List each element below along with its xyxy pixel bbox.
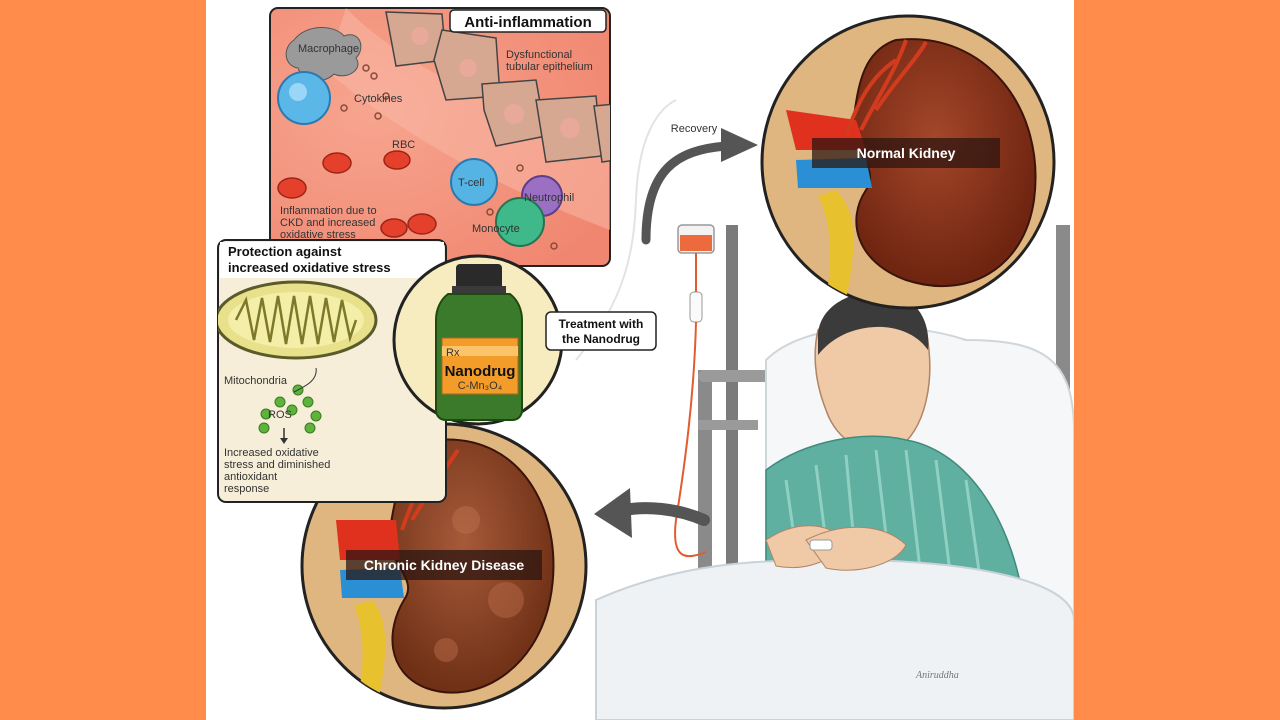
label-inflammation-2: CKD and increased bbox=[280, 217, 375, 229]
treatment-label-1: Treatment with bbox=[559, 317, 644, 331]
label-tcell: T-cell bbox=[458, 177, 484, 189]
normal-kidney-circle: Normal Kidney bbox=[760, 14, 1056, 310]
label-inflammation-3: oxidative stress bbox=[280, 229, 356, 241]
ckd-label: Chronic Kidney Disease bbox=[364, 557, 524, 573]
label-result-3: antioxidant bbox=[224, 471, 277, 483]
drug-formula: C-Mn₃O₄ bbox=[458, 380, 503, 392]
treatment-label-2: the Nanodrug bbox=[562, 332, 640, 346]
anti-inflammation-panel: Anti-inflammation Macrophage Dysfunction… bbox=[269, 7, 611, 267]
drug-name: Nanodrug bbox=[445, 363, 516, 380]
label-result-1: Increased oxidative bbox=[224, 447, 319, 459]
label-inflammation-1: Inflammation due to bbox=[280, 205, 377, 217]
ckd-arrow bbox=[594, 488, 710, 538]
illustration-canvas: Aniruddha Normal Kidney Recovery bbox=[206, 0, 1074, 720]
recovery-label: Recovery bbox=[671, 123, 718, 135]
treatment-label-box: Treatment with the Nanodrug bbox=[545, 311, 657, 351]
iv-drip bbox=[674, 224, 715, 558]
label-neutrophil: Neutrophil bbox=[524, 192, 574, 204]
patient bbox=[595, 291, 1074, 720]
label-rbc: RBC bbox=[392, 139, 415, 151]
label-epithelium-1: Dysfunctional bbox=[506, 49, 572, 61]
label-macrophage: Macrophage bbox=[298, 43, 359, 55]
label-ros: ROS bbox=[268, 409, 292, 421]
label-monocyte: Monocyte bbox=[472, 223, 520, 235]
protection-title-1: Protection against bbox=[228, 244, 342, 259]
label-result-4: response bbox=[224, 483, 269, 495]
signature: Aniruddha bbox=[915, 670, 959, 681]
recovery-arrow bbox=[641, 128, 758, 245]
label-result-2: stress and diminished bbox=[224, 459, 330, 471]
drug-rx-label: Rx bbox=[446, 347, 460, 359]
protection-panel: Protection against increased oxidative s… bbox=[217, 239, 447, 503]
anti-inflammation-title: Anti-inflammation bbox=[464, 14, 592, 31]
label-cytokines: Cytokines bbox=[354, 93, 403, 105]
label-mitochondria: Mitochondria bbox=[224, 375, 288, 387]
nanodrug-circle: Rx Nanodrug C-Mn₃O₄ bbox=[392, 254, 564, 426]
label-epithelium-2: tubular epithelium bbox=[506, 61, 593, 73]
protection-title-2: increased oxidative stress bbox=[228, 260, 391, 275]
ckd-nanodrug-illustration: Aniruddha Normal Kidney Recovery bbox=[217, 7, 1074, 720]
normal-kidney-label: Normal Kidney bbox=[857, 145, 956, 161]
